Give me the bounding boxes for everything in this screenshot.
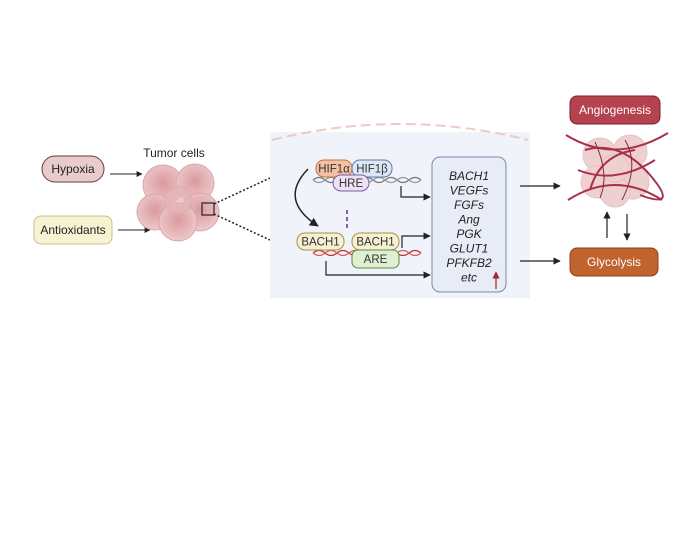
bach1-right-label: BACH1 [356, 237, 394, 249]
gene-glut1: GLUT1 [450, 242, 489, 256]
zoom-line-bottom [213, 213, 271, 241]
zoom-line-top [213, 177, 271, 205]
hif-to-bach1-curved-arrow [294, 168, 319, 227]
glycolysis-box: Glycolysis [569, 247, 659, 277]
gene-pfkfb2: PFKFB2 [446, 256, 492, 270]
gene-bach1: BACH1 [449, 169, 489, 183]
bach1-to-genes-arrow [325, 261, 431, 279]
bach1-left-pill: BACH1 [296, 232, 345, 251]
tumor-cell-cluster [136, 163, 220, 242]
bach1-right-pill: BACH1 [351, 232, 400, 251]
glycolysis-label: Glycolysis [587, 255, 641, 269]
vascularized-tumor-icon [565, 132, 669, 208]
antioxidants-pill: Antioxidants [33, 215, 113, 245]
gene-fgfs: FGFs [454, 198, 484, 212]
are-to-genes-arrow [401, 232, 431, 248]
hypoxia-pill: Hypoxia [41, 155, 105, 183]
angiogenesis-box: Angiogenesis [569, 95, 661, 125]
hif1b-label: HIF1β [356, 164, 388, 176]
zoom-box-icon [201, 202, 215, 216]
tumor-cells-label: Tumor cells [143, 146, 205, 160]
nuclear-membrane [271, 123, 529, 141]
hif1b-pill: HIF1β [351, 159, 393, 178]
bach1-left-label: BACH1 [301, 237, 339, 249]
target-genes-box [431, 156, 507, 293]
hre-to-genes-arrow [400, 186, 431, 201]
target-genes-list: BACH1 VEGFs FGFs Ang PGK GLUT1 PFKFB2 et… [446, 169, 492, 285]
hre-label: HRE [339, 178, 364, 190]
gene-ang: Ang [457, 213, 480, 227]
are-label: ARE [364, 254, 388, 266]
gene-pgk: PGK [456, 227, 482, 241]
are-pill: ARE [351, 249, 400, 269]
gene-vegfs: VEGFs [450, 184, 489, 198]
hypoxia-label: Hypoxia [51, 162, 95, 176]
antioxidants-label: Antioxidants [40, 223, 105, 237]
hre-pill: HRE [332, 174, 370, 192]
hif1a-label: HIF1α [318, 164, 350, 176]
gene-etc: etc [461, 271, 477, 285]
angiogenesis-label: Angiogenesis [579, 103, 651, 117]
hif1a-pill: HIF1α [315, 159, 353, 178]
